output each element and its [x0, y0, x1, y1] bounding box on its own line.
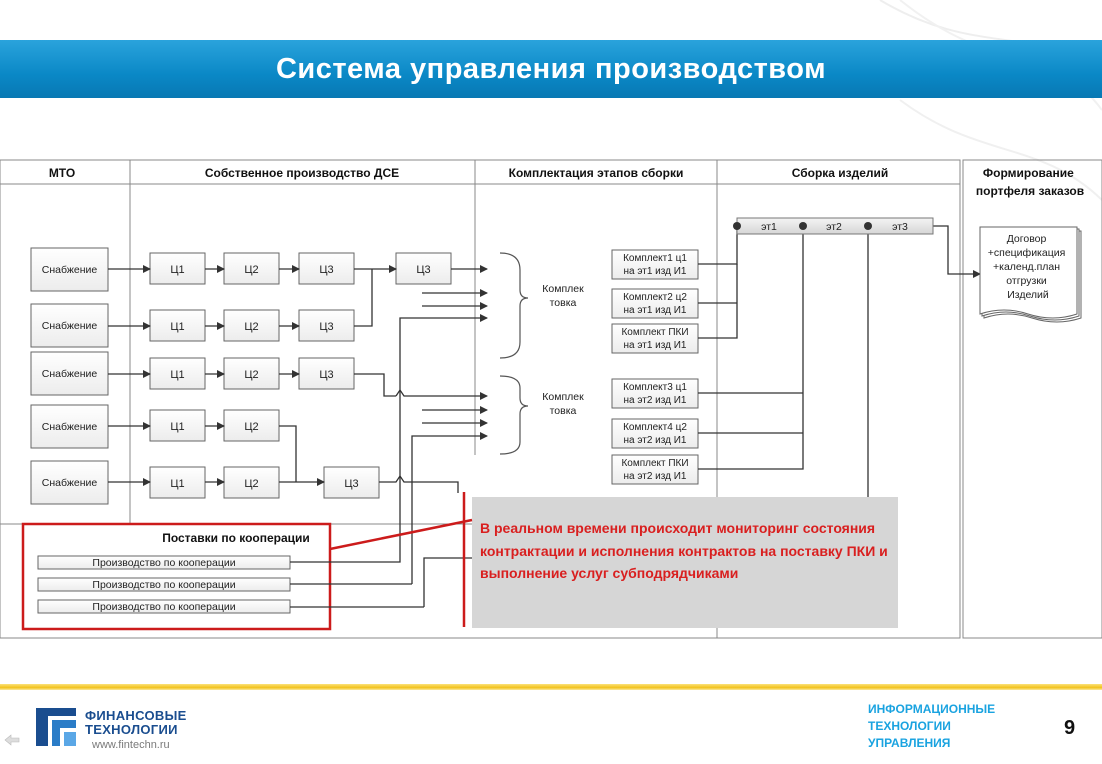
- callout-box: [472, 497, 898, 628]
- supply-label: Снабжение: [42, 421, 98, 433]
- workshop-label: Ц1: [170, 478, 184, 490]
- callout-pointer: [329, 518, 473, 551]
- company-name-line2: ТЕХНОЛОГИИ: [85, 722, 178, 737]
- supply-box: [30, 303, 109, 348]
- supply-box: [30, 247, 109, 292]
- supply-box: [30, 460, 109, 505]
- workshop-box: [149, 466, 206, 499]
- workshop-box: [223, 466, 280, 499]
- cooperation-title: Поставки по кооперации: [162, 531, 310, 545]
- header-kitting: Комплектация этапов сборки: [509, 166, 684, 180]
- cooperation-item-label: Производство по кооперации: [92, 601, 235, 613]
- workshop-label: Ц2: [244, 369, 258, 381]
- workshop-box: [223, 309, 280, 342]
- supply-label: Снабжение: [42, 320, 98, 332]
- kit-box: [611, 454, 699, 485]
- workshop-label: Ц3: [319, 321, 333, 333]
- workshop-label: Ц3: [416, 264, 430, 276]
- company-name: ФИНАНСОВЫЕ ТЕХНОЛОГИИ: [85, 709, 187, 737]
- supply-label: Снабжение: [42, 368, 98, 380]
- header-portfolio-line1: Формирование: [983, 166, 1074, 180]
- back-arrow-icon[interactable]: [4, 733, 20, 747]
- supply-box: [30, 351, 109, 396]
- supply-label: Снабжение: [42, 264, 98, 276]
- supply-label: Снабжение: [42, 477, 98, 489]
- workshop-label: Ц3: [319, 264, 333, 276]
- workshop-label: Ц1: [170, 421, 184, 433]
- kit-box: [611, 288, 699, 319]
- kit-connectors: [698, 225, 981, 497]
- cooperation-links: [290, 560, 424, 608]
- company-url[interactable]: www.fintechn.ru: [92, 739, 170, 751]
- footer-tagline-line2: ТЕХНОЛОГИИ: [868, 719, 951, 733]
- title-bar: Система управления производством: [0, 40, 1102, 98]
- company-name-line1: ФИНАНСОВЫЕ: [85, 708, 187, 723]
- header-own-production: Собственное производство ДСЕ: [205, 166, 399, 180]
- workshop-label: Ц2: [244, 478, 258, 490]
- workshop-label: Ц3: [319, 369, 333, 381]
- workshop-box: [298, 357, 355, 390]
- company-logo-icon: [36, 708, 76, 746]
- cooperation-item-label: Производство по кооперации: [92, 557, 235, 569]
- page-title: Система управления производством: [275, 52, 827, 85]
- workshop-box: [223, 357, 280, 390]
- workshop-label: Ц2: [244, 421, 258, 433]
- page-number: 9: [1064, 717, 1076, 739]
- workshop-box: [298, 309, 355, 342]
- header-assembly: Сборка изделий: [792, 166, 889, 180]
- workshop-label: Ц1: [170, 369, 184, 381]
- workshop-box: [323, 466, 380, 499]
- footer-tagline-line1: ИНФОРМАЦИОННЫЕ: [868, 702, 996, 716]
- workshop-label: Ц1: [170, 264, 184, 276]
- kit-box: [611, 418, 699, 449]
- footer-tagline: ИНФОРМАЦИОННЫЕ ТЕХНОЛОГИИ УПРАВЛЕНИЯ: [868, 701, 995, 752]
- stage-label: эт2: [826, 221, 842, 233]
- stage-label: эт1: [761, 221, 777, 233]
- workshop-label: Ц2: [244, 321, 258, 333]
- workshop-label: Ц1: [170, 321, 184, 333]
- workshop-box: [395, 252, 452, 285]
- workshop-label: Ц3: [344, 478, 358, 490]
- header-mto: МТО: [49, 166, 75, 180]
- document-icon: Договор +спецификация +календ.план отгру…: [979, 226, 1082, 323]
- stages-bar: эт1 эт2 эт3: [733, 217, 934, 235]
- callout-text: В реальном времени происходит мониторинг…: [480, 520, 888, 581]
- workshop-boxes: Ц1 Ц2 Ц3 Ц3 Ц1 Ц2 Ц3 Ц1 Ц2 Ц3 Ц1 Ц2 Ц1 Ц…: [149, 252, 452, 499]
- cooperation-block: Поставки по кооперации Производство по к…: [21, 522, 332, 631]
- kit-box: [611, 378, 699, 409]
- footer-divider: [0, 684, 1102, 690]
- header-portfolio-line2: портфеля заказов: [976, 184, 1084, 198]
- cooperation-item-label: Производство по кооперации: [92, 579, 235, 591]
- kit-box: [611, 323, 699, 354]
- workshop-label: Ц2: [244, 264, 258, 276]
- production-arrows: [108, 265, 488, 607]
- kitting-braces: [499, 252, 529, 455]
- supply-boxes: Снабжение Снабжение Снабжение Снабжение …: [30, 247, 109, 505]
- stage-label: эт3: [892, 221, 908, 233]
- kit-box: [611, 249, 699, 280]
- header-portfolio: Формирование портфеля заказов: [976, 166, 1084, 198]
- footer-tagline-line3: УПРАВЛЕНИЯ: [868, 736, 951, 750]
- document-text: Договор +спецификация +календ.план отгру…: [988, 233, 1068, 301]
